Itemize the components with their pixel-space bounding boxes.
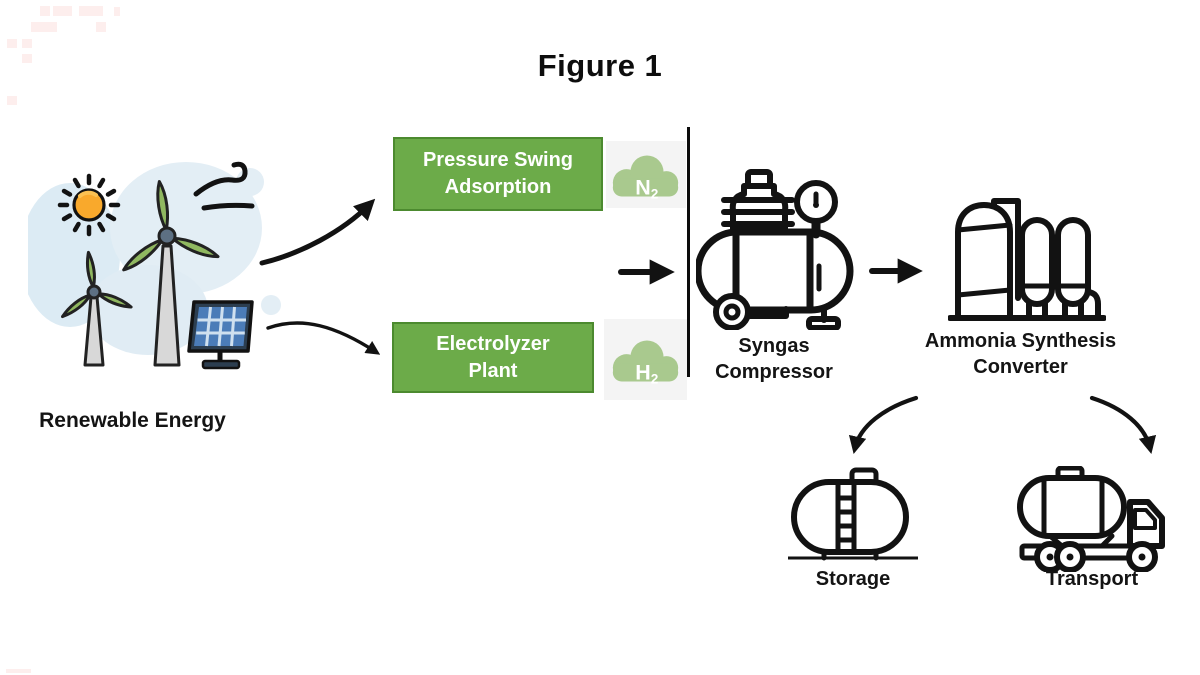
psa-label-line1: Pressure Swing <box>422 149 574 171</box>
arrow-converter-to-storage <box>848 395 919 455</box>
wind-turbine-small-icon <box>60 250 133 367</box>
ammonia-converter-label: Ammonia Synthesis Converter <box>908 328 1133 380</box>
corner-artifact <box>22 54 32 63</box>
electrolyzer-label-line2: Plant <box>468 359 518 382</box>
wind-swirl-icon <box>193 161 255 211</box>
syngas-compressor-label: Syngas Compressor <box>688 333 860 385</box>
psa-label-line2: Adsorption <box>444 176 552 198</box>
corner-artifact <box>7 96 17 105</box>
svg-text:N2: N2 <box>635 175 658 201</box>
sun-icon <box>57 173 121 237</box>
corner-artifact <box>79 6 103 16</box>
corner-artifact <box>7 39 17 48</box>
h2-subscript: 2 <box>650 371 658 386</box>
ammonia-converter-label-line2: Converter <box>973 356 1068 378</box>
figure-title: Figure 1 <box>537 48 663 83</box>
syngas-compressor-icon <box>696 169 854 330</box>
h2-cloud-backdrop: H2 <box>604 319 687 400</box>
wind-turbine-large-icon <box>122 180 220 367</box>
renewable-energy-label: Renewable Energy <box>39 409 226 432</box>
corner-artifact <box>31 22 57 32</box>
arrow-converter-to-transport <box>1089 395 1157 455</box>
syngas-compressor-label-line1: Syngas <box>738 335 810 357</box>
corner-artifact <box>114 7 120 16</box>
storage-tank-icon <box>788 467 918 561</box>
n2-subscript: 2 <box>651 186 659 201</box>
solar-panel-icon <box>187 300 254 370</box>
ammonia-converter-icon <box>948 198 1106 321</box>
transport-label: Transport <box>1045 568 1139 590</box>
tanker-truck-icon <box>1017 466 1165 572</box>
storage-label: Storage <box>815 568 891 590</box>
n2-label: N <box>635 175 650 199</box>
electrolyzer-box: Electrolyzer Plant <box>392 322 594 393</box>
corner-artifact <box>6 669 31 673</box>
syngas-compressor-label-line2: Compressor <box>715 361 833 383</box>
h2-label: H <box>635 360 650 384</box>
electrolyzer-label-line1: Electrolyzer <box>436 332 550 355</box>
svg-text:H2: H2 <box>635 360 658 386</box>
n2-cloud-icon: N2 <box>612 155 679 201</box>
corner-artifact <box>22 39 32 48</box>
psa-box: Pressure Swing Adsorption <box>393 137 603 211</box>
corner-artifact <box>40 6 50 16</box>
h2-cloud-icon: H2 <box>612 340 678 386</box>
boundary-divider-line <box>687 127 690 377</box>
renewable-energy-illustration <box>28 161 281 370</box>
corner-artifact <box>53 6 72 16</box>
ammonia-converter-label-line1: Ammonia Synthesis <box>924 330 1117 352</box>
corner-artifact <box>96 22 106 32</box>
n2-cloud-backdrop: N2 <box>606 141 686 208</box>
